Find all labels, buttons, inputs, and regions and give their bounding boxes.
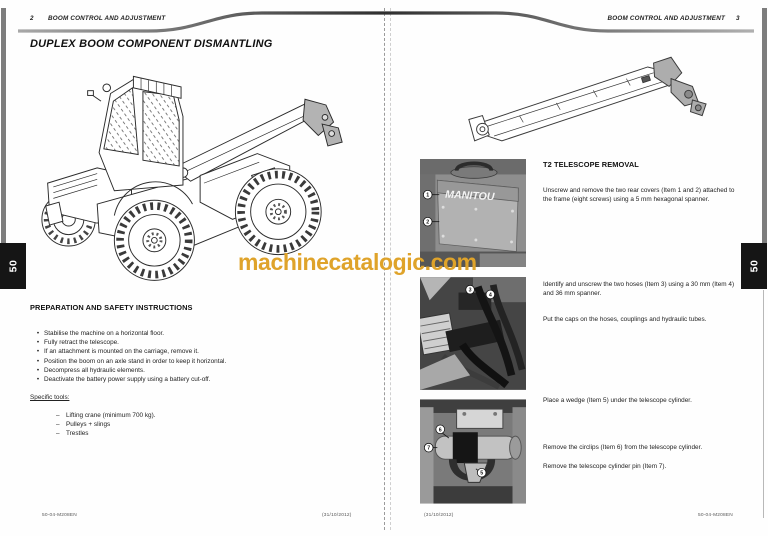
- left-header-title: BOOM CONTROL AND ADJUSTMENT: [48, 15, 166, 22]
- callout-item-3: 3: [469, 288, 472, 294]
- step-text-1: Unscrew and remove the two rear covers (…: [543, 187, 735, 204]
- telehandler-illustration: [41, 75, 343, 281]
- right-header-swoosh: [384, 11, 754, 33]
- callout-item-5: 5: [480, 471, 483, 477]
- callout-item-6: 6: [439, 427, 442, 433]
- callout-item-2: 2: [426, 220, 429, 226]
- bullet-icon: •: [36, 376, 40, 384]
- list-item: –Pulleys + slings: [56, 421, 111, 429]
- bullet-icon: •: [36, 339, 40, 347]
- photo-rear-covers: MANITOU 1 2: [420, 159, 526, 267]
- left-section-tab-label: 50: [7, 259, 19, 273]
- list-item: •Decompress all hydraulic elements.: [32, 366, 342, 375]
- left-footer-date: (31/10/2012): [322, 513, 352, 518]
- right-footer-code: 50-04-M208EN: [698, 513, 733, 518]
- left-footer-code: 50-04-M208EN: [42, 513, 77, 518]
- specific-tools-list: –Lifting crane (minimum 700 kg). –Pulley…: [56, 411, 306, 439]
- callout-item-4: 4: [489, 292, 492, 298]
- bullet-icon: •: [36, 348, 40, 356]
- list-item: •Fully retract the telescope.: [32, 338, 342, 347]
- step-text-4: Place a wedge (Item 5) under the telesco…: [543, 397, 692, 404]
- step-text-5: Remove the circlips (Item 6) from the te…: [543, 444, 703, 451]
- photo-hoses: 3 4: [420, 277, 526, 390]
- right-page-edge-line: [763, 290, 764, 518]
- dash-icon: –: [56, 412, 60, 419]
- list-item: •Stabilise the machine on a horizontal f…: [32, 329, 342, 338]
- photo-telescope-cylinder: 5 6 7: [420, 399, 526, 504]
- bullet-icon: •: [36, 330, 40, 337]
- right-section-tab-label: 50: [748, 259, 760, 273]
- step-text-6: Remove the telescope cylinder pin (Item …: [543, 463, 667, 470]
- safety-heading: PREPARATION AND SAFETY INSTRUCTIONS: [30, 303, 193, 312]
- left-section-tab: 50: [0, 243, 26, 289]
- right-header-title: BOOM CONTROL AND ADJUSTMENT: [607, 15, 725, 22]
- right-section-tab: 50: [741, 243, 767, 289]
- t2-telescope-removal-heading: T2 TELESCOPE REMOVAL: [543, 160, 639, 169]
- bullet-icon: •: [36, 357, 40, 365]
- list-item: –Lifting crane (minimum 700 kg).: [56, 412, 156, 419]
- manitou-logo: MANITOU: [445, 189, 495, 204]
- left-header-page-number: 2: [30, 15, 34, 22]
- list-item: •Position the boom on an axle stand in o…: [32, 357, 342, 366]
- dash-icon: –: [56, 421, 60, 429]
- left-edge-strip: [1, 8, 6, 243]
- binding-fold-line: [384, 8, 385, 530]
- callout-item-1: 1: [426, 193, 429, 199]
- telescopic-boom-illustration: [468, 56, 707, 142]
- dash-icon: –: [56, 430, 60, 438]
- right-header-page-number: 3: [736, 15, 740, 22]
- step-text-3: Put the caps on the hoses, couplings and…: [543, 316, 707, 323]
- watermark-text: machinecatalogic.com: [238, 249, 477, 275]
- safety-bullet-list: •Stabilise the machine on a horizontal f…: [32, 329, 342, 384]
- step-text-2: Identify and unscrew the two hoses (Item…: [543, 281, 735, 298]
- callout-item-7: 7: [427, 446, 430, 452]
- list-item: •Deactivate the battery power supply usi…: [32, 375, 342, 384]
- right-footer-date: (31/10/2012): [424, 513, 454, 518]
- bullet-icon: •: [36, 366, 40, 374]
- left-header-swoosh: [18, 11, 384, 33]
- list-item: •If an attachment is mounted on the carr…: [32, 347, 342, 356]
- left-page-title: DUPLEX BOOM COMPONENT DISMANTLING: [30, 38, 273, 50]
- specific-tools-heading: Specific tools:: [30, 394, 70, 401]
- right-edge-strip: [762, 8, 767, 243]
- list-item: –Trestles: [56, 430, 89, 438]
- binding-fold-line-2: [390, 8, 391, 530]
